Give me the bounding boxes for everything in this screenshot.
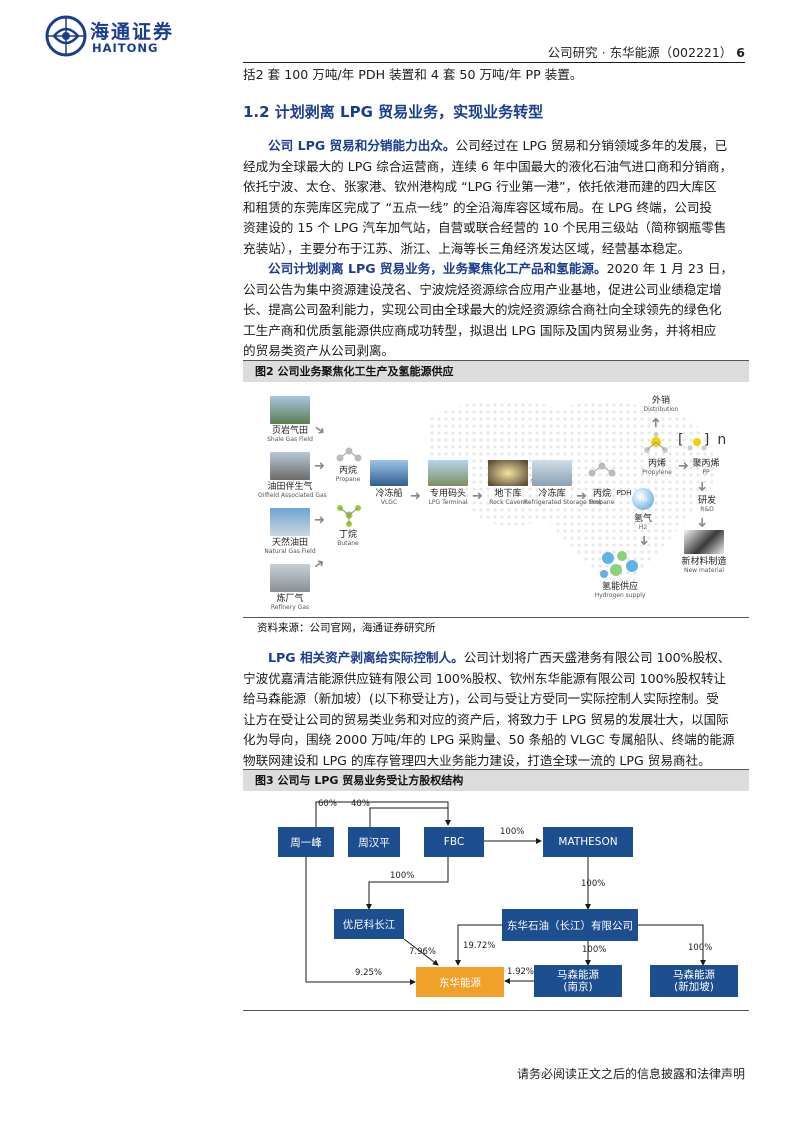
oilfield-gas-photo (270, 452, 310, 480)
paragraph-lpg-capability: 公司 LPG 贸易和分销能力出众。公司经过在 LPG 贸易和分销领域多年的发展，… (243, 138, 733, 256)
pp-monomer-icon (687, 438, 707, 451)
hydrogen-supply-molecules-icon (600, 551, 638, 578)
pct-label: 40% (351, 799, 370, 809)
rock-cavern-photo (488, 460, 528, 486)
paragraph-divest-plan: 公司计划剥离 LPG 贸易业务，业务聚焦化工产品和氢能源。2020 年 1 月 … (243, 261, 734, 358)
vlgc-ship-photo (370, 460, 408, 486)
pct-label: 100% (390, 871, 415, 881)
arrow-icon: ➜ (314, 513, 325, 528)
node-fbc: FBC (424, 827, 484, 857)
new-material-photo (684, 530, 724, 554)
world-map-background (426, 400, 715, 588)
node-masen-nanjing: 马森能源(南京) (534, 965, 622, 997)
node-donghua-energy: 东华能源 (416, 967, 504, 997)
paragraph-lead: 公司计划剥离 LPG 贸易业务，业务聚焦化工产品和氢能源。 (268, 261, 607, 276)
arrow-icon: ➜ (410, 489, 421, 504)
paragraph-lead: LPG 相关资产剥离给实际控制人。 (268, 650, 464, 665)
figure-2-bottom-rule (243, 617, 749, 618)
arrow-icon: ➜ (678, 459, 689, 474)
figure-3-ownership-chart: 60% 40% 100% 100% 100% 100% 100% 7.96% 1… (258, 795, 738, 1005)
node-matheson: MATHESON (543, 827, 633, 857)
node-zhou-yifeng: 周一峰 (278, 827, 334, 857)
legal-disclaimer-footer: 请务必阅读正文之后的信息披露和法律声明 (516, 1067, 745, 1081)
pct-label: 100% (581, 879, 606, 889)
storage-tank-photo (532, 460, 572, 486)
hydrogen-sphere-icon: H₂ (632, 488, 654, 510)
arrow-icon: ➜ (693, 481, 709, 492)
page-number: 6 (736, 45, 745, 60)
pct-label: 19.72% (463, 941, 496, 951)
pct-label: 100% (500, 827, 525, 837)
propane-molecule-icon (336, 447, 362, 462)
pct-label: 100% (582, 945, 607, 955)
pct-label: 7.96% (409, 947, 437, 957)
arrow-icon: ➜ (576, 489, 587, 504)
pct-label: 9.25% (355, 968, 383, 978)
shale-gas-photo (270, 396, 310, 424)
figure-3-bottom-rule (243, 1010, 749, 1011)
propane-molecule-icon-2 (588, 462, 616, 477)
section-heading: 1.2 计划剥离 LPG 贸易业务，实现业务转型 (243, 103, 544, 121)
node-younike-changjiang: 优尼科长江 (334, 909, 404, 939)
polymer-formula: [ ]n (678, 432, 735, 448)
arrow-icon: ➜ (693, 517, 709, 528)
pct-label: 60% (318, 799, 337, 809)
logo-chinese-name: 海通证券 (90, 21, 175, 43)
header-divider (243, 62, 745, 63)
node-masen-singapore: 马森能源(新加坡) (650, 965, 738, 997)
header-title: 公司研究 · 东华能源（002221） 6 (548, 42, 745, 61)
ownership-connectors (305, 801, 706, 985)
arrow-icon: ➜ (648, 417, 664, 428)
pct-label: 1.92% (507, 967, 535, 977)
arrow-icon: ➜ (314, 459, 325, 474)
report-title: 公司研究 · 东华能源（002221） (547, 45, 733, 60)
figure-2-source: 资料来源：公司官网，海通证券研究所 (257, 622, 436, 634)
company-logo: 海通证券 HAITONG (44, 14, 184, 64)
figure-2-caption: 图2 公司业务聚焦化工生产及氢能源供应 (243, 360, 749, 382)
node-zhou-hanping: 周汉平 (348, 827, 400, 857)
propylene-molecule-icon (644, 432, 668, 453)
logo-english-name: HAITONG (92, 41, 159, 55)
pct-label: 100% (688, 943, 713, 953)
node-donghua-petroleum: 东华石油（长江）有限公司 (502, 909, 638, 941)
lpg-terminal-photo (428, 460, 468, 486)
butane-molecule-icon (337, 505, 361, 527)
paragraph-asset-transfer: LPG 相关资产剥离给实际控制人。公司计划将广西天盛港务有限公司 100%股权、… (243, 650, 735, 768)
arrow-icon: ➜ (472, 489, 483, 504)
figure-3-caption: 图3 公司与 LPG 贸易业务受让方股权结构 (243, 769, 749, 791)
natural-gas-photo (270, 508, 310, 536)
carryover-line: 括2 套 100 万吨/年 PDH 装置和 4 套 50 万吨/年 PP 装置。 (243, 67, 583, 82)
arrow-icon: ➜ (635, 535, 651, 546)
paragraph-lead: 公司 LPG 贸易和分销能力出众。 (268, 138, 456, 153)
pdh-label: PDH (616, 489, 632, 497)
arrow-icon: ➜ (310, 555, 329, 574)
refinery-gas-photo (270, 564, 310, 592)
haitong-logo-icon (45, 15, 87, 57)
